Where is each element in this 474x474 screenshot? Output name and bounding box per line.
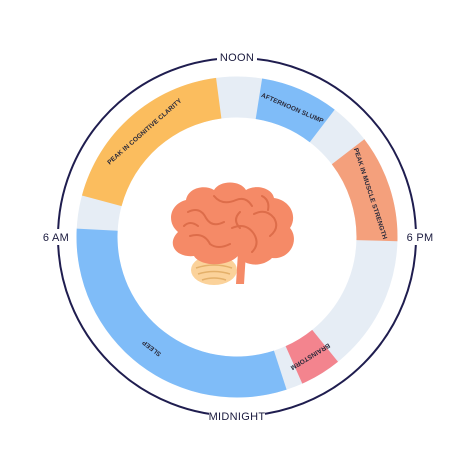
segment-brainstorm xyxy=(285,329,339,384)
label-6pm: 6 PM xyxy=(407,232,434,244)
segment-afternoon-slump xyxy=(255,78,335,143)
segment-sleep xyxy=(76,228,287,398)
brain-icon xyxy=(171,182,294,285)
label-6am: 6 AM xyxy=(43,232,69,244)
label-noon: NOON xyxy=(220,52,254,64)
segment-peak-muscle-strength xyxy=(331,139,398,242)
label-midnight: MIDNIGHT xyxy=(209,411,266,423)
segment-peak-cognitive-clarity xyxy=(81,77,222,207)
